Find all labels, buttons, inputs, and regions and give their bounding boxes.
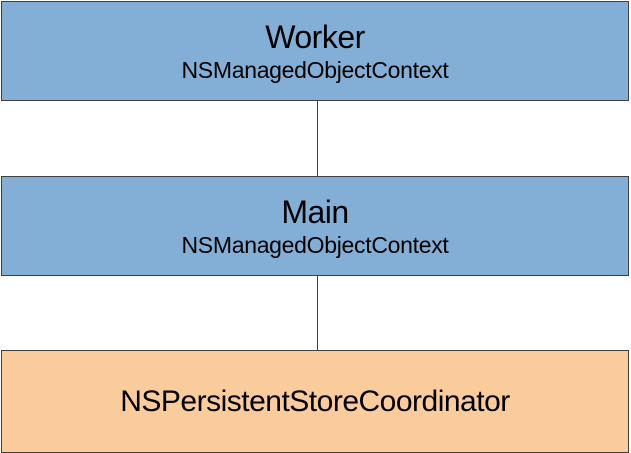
worker-subtitle: NSManagedObjectContext (181, 57, 449, 83)
worker-context-box: Worker NSManagedObjectContext (1, 1, 629, 101)
main-context-box: Main NSManagedObjectContext (1, 176, 629, 276)
main-subtitle: NSManagedObjectContext (181, 232, 449, 258)
coordinator-box: NSPersistentStoreCoordinator (1, 350, 629, 453)
worker-title: Worker (265, 19, 365, 55)
worker-main-connector (317, 101, 318, 176)
main-coordinator-connector (317, 276, 318, 350)
main-title: Main (281, 194, 349, 230)
coordinator-title: NSPersistentStoreCoordinator (120, 384, 510, 418)
